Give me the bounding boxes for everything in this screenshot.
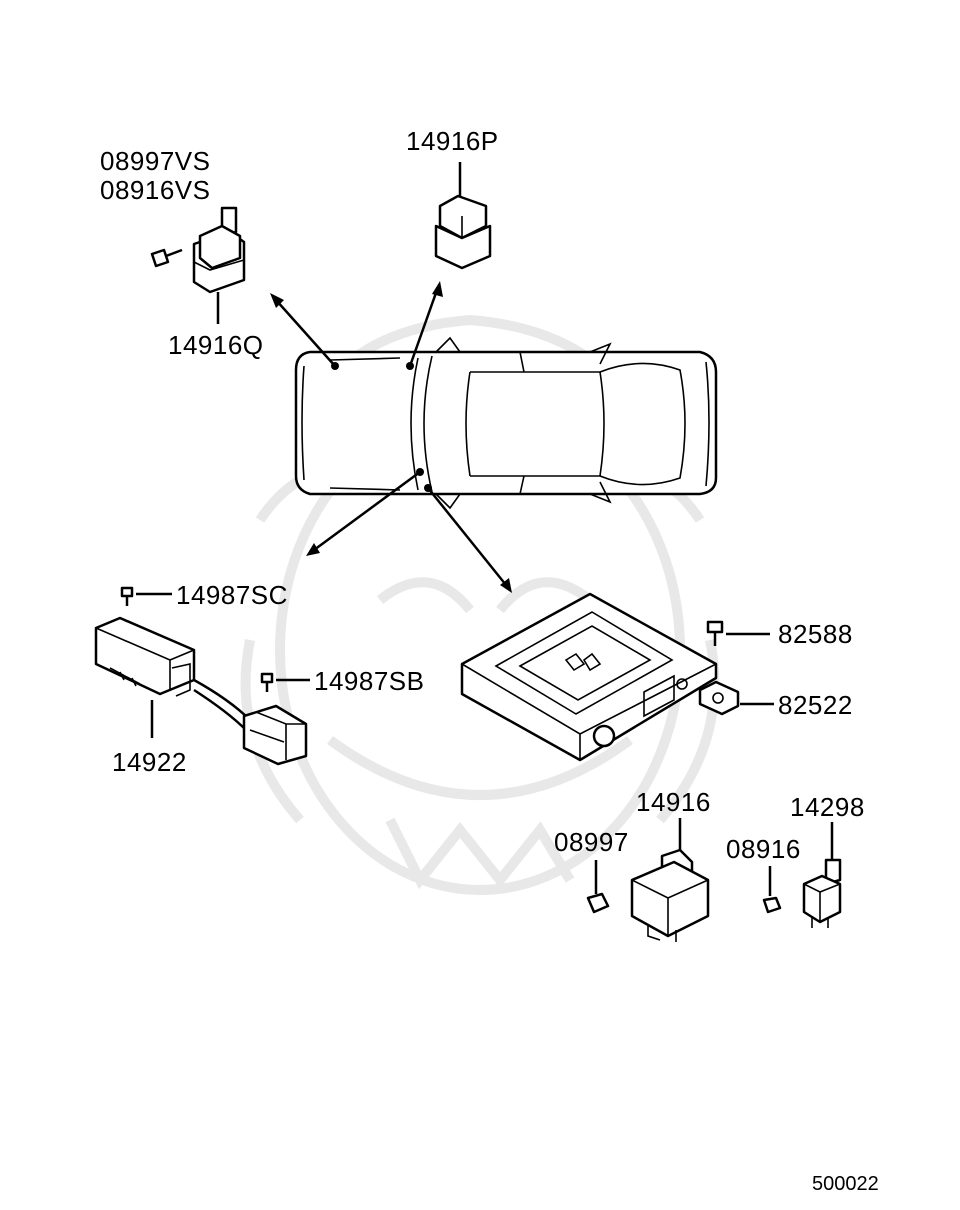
label-14298: 14298 (790, 792, 865, 822)
bolt-icon (706, 620, 770, 646)
label-14916P: 14916P (406, 126, 499, 156)
label-14922: 14922 (112, 747, 187, 777)
bolt-icon (260, 672, 310, 692)
label-08997VS: 08997VS (100, 146, 210, 176)
relay-14916 (630, 818, 710, 942)
connector-14922 (94, 616, 308, 766)
bolt-icon (150, 248, 183, 268)
label-82522: 82522 (778, 690, 853, 720)
bolt-icon (120, 586, 172, 606)
label-14916Q: 14916Q (168, 330, 264, 360)
label-14987SC: 14987SC (176, 580, 288, 610)
label-08997: 08997 (554, 827, 629, 857)
bolt-icon (762, 866, 782, 914)
arrow-to-14916Q (270, 293, 339, 370)
diagram-id: 500022 (812, 1173, 879, 1195)
bolt-icon (586, 860, 610, 914)
arrow-to-ecu (424, 484, 512, 593)
control-unit-icon (460, 592, 718, 762)
label-08916: 08916 (726, 834, 801, 864)
car-top-view-icon (294, 336, 718, 510)
arrow-to-14916P (406, 281, 443, 370)
label-08916VS: 08916VS (100, 175, 210, 205)
relay-14916Q (192, 206, 246, 324)
arrow-to-14922 (306, 468, 424, 556)
bracket-82522 (698, 680, 774, 716)
label-14987SB: 14987SB (314, 666, 424, 696)
label-82588: 82588 (778, 619, 853, 649)
relay-14298 (802, 822, 842, 928)
label-14916: 14916 (636, 787, 711, 817)
relay-14916P (434, 162, 492, 270)
